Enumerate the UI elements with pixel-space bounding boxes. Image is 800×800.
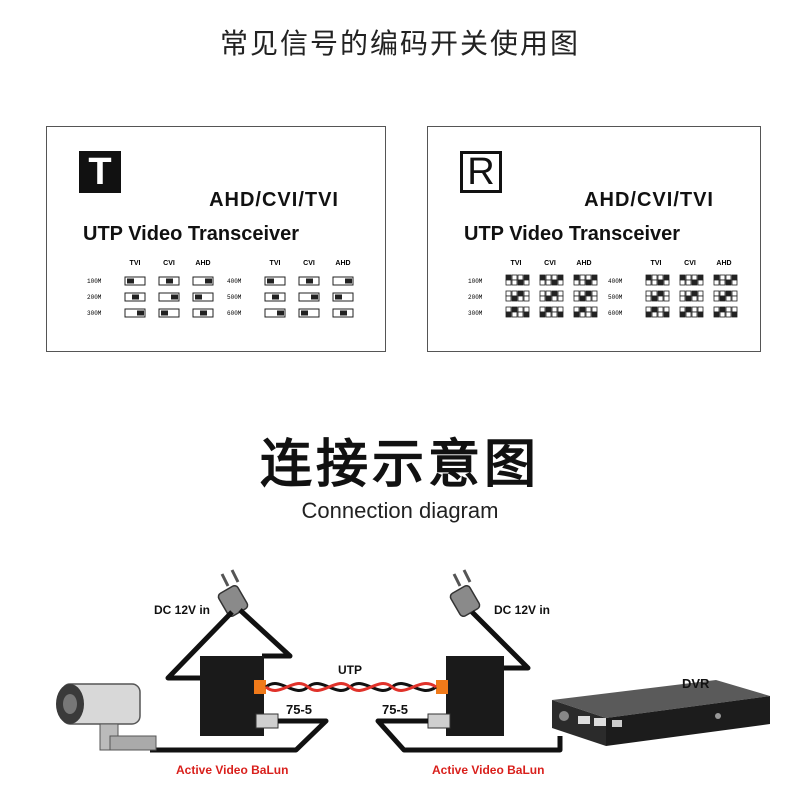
- balun-right: [446, 656, 504, 736]
- dip-switch: [573, 290, 598, 302]
- dip-switch: [505, 306, 530, 318]
- column-header: TVI: [130, 260, 141, 267]
- distance-label: 100M: [468, 278, 483, 285]
- column-header: AHD: [195, 260, 210, 267]
- dip-switch: [539, 306, 564, 318]
- dip-switch: [124, 276, 146, 286]
- distance-label: 100M: [87, 278, 102, 285]
- dip-switch: [192, 292, 214, 302]
- dip-switch: [539, 274, 564, 286]
- distance-label: 600M: [608, 310, 623, 317]
- dip-switch: [573, 274, 598, 286]
- distance-label: 200M: [87, 294, 102, 301]
- dip-switch: [645, 306, 670, 318]
- distance-label: 300M: [87, 310, 102, 317]
- format-label: AHD/CVI/TVI: [584, 189, 714, 211]
- dip-switch: [713, 274, 738, 286]
- column-header: TVI: [651, 260, 662, 267]
- dip-switch: [298, 292, 320, 302]
- column-header: CVI: [163, 260, 175, 267]
- distance-label: 500M: [608, 294, 623, 301]
- dip-switch: [264, 292, 286, 302]
- column-header: TVI: [270, 260, 281, 267]
- dip-switch: [645, 274, 670, 286]
- dip-switch: [332, 276, 354, 286]
- dip-switch: [158, 308, 180, 318]
- dip-switch: [713, 306, 738, 318]
- distance-label: 400M: [227, 278, 242, 285]
- dip-switch: [192, 308, 214, 318]
- coax-label-left: 75-5: [286, 702, 312, 717]
- dip-switch: [124, 308, 146, 318]
- column-header: CVI: [544, 260, 556, 267]
- power-plug-left-icon: [217, 569, 249, 618]
- balun-label-right: Active Video BaLun: [432, 763, 544, 777]
- dip-switch: [124, 292, 146, 302]
- section-subtitle: Connection diagram: [301, 498, 499, 523]
- format-label: AHD/CVI/TVI: [209, 189, 339, 211]
- rj45-connector-right: [436, 680, 448, 694]
- page-title: 常见信号的编码开关使用图: [219, 27, 580, 60]
- dip-switch: [332, 308, 354, 318]
- column-header: CVI: [684, 260, 696, 267]
- column-header: AHD: [716, 260, 731, 267]
- balun-label-left: Active Video BaLun: [176, 763, 288, 777]
- dip-switch: [332, 292, 354, 302]
- distance-label: 300M: [468, 310, 483, 317]
- dvr-label: DVR: [682, 676, 710, 691]
- coax-label-right: 75-5: [382, 702, 408, 717]
- dip-switch: [298, 276, 320, 286]
- column-header: AHD: [576, 260, 591, 267]
- dip-switch: [158, 292, 180, 302]
- dip-switch: [679, 306, 704, 318]
- power-label-right: DC 12V in: [494, 603, 550, 617]
- dip-switch: [679, 274, 704, 286]
- section-title: 连接示意图: [259, 435, 540, 495]
- dvr-recorder-icon: [552, 680, 770, 746]
- bnc-connector-right: [427, 713, 451, 729]
- bnc-connector-left: [255, 713, 279, 729]
- rj45-connector-left: [254, 680, 266, 694]
- product-label: UTP Video Transceiver: [464, 223, 681, 245]
- dip-switch: [679, 290, 704, 302]
- distance-label: 600M: [227, 310, 242, 317]
- transmitter-switch-card: T AHD/CVI/TVI UTP Video Transceiver TVI C…: [46, 126, 386, 352]
- dip-switch: [505, 274, 530, 286]
- dip-switch: [298, 308, 320, 318]
- dip-switch-table-t: TVI CVI AHD TVI CVI AHD 100M 200M 300M 400M 500M 60…: [87, 260, 354, 318]
- dip-switch: [713, 290, 738, 302]
- dip-switch: [505, 290, 530, 302]
- transmitter-badge: T: [79, 151, 121, 193]
- column-header: TVI: [511, 260, 522, 267]
- power-label-left: DC 12V in: [154, 603, 210, 617]
- receiver-switch-card: R AHD/CVI/TVI UTP Video Transceiver TVI C…: [427, 126, 761, 352]
- dip-switch: [264, 276, 286, 286]
- connection-diagram: DC 12V in DC 12V in UTP 75-5 75-5 Active…: [56, 569, 770, 777]
- receiver-badge: R: [460, 151, 502, 193]
- distance-label: 400M: [608, 278, 623, 285]
- dip-switch: [645, 290, 670, 302]
- power-plug-right-icon: [449, 569, 481, 618]
- utp-cable-label: UTP: [338, 663, 362, 677]
- column-header: AHD: [335, 260, 350, 267]
- dip-switch: [539, 290, 564, 302]
- distance-label: 200M: [468, 294, 483, 301]
- dip-switch: [158, 276, 180, 286]
- product-label: UTP Video Transceiver: [83, 223, 300, 245]
- column-header: CVI: [303, 260, 315, 267]
- balun-left: [200, 656, 264, 736]
- dip-switch: [573, 306, 598, 318]
- cctv-camera-icon: [56, 683, 157, 751]
- distance-label: 500M: [227, 294, 242, 301]
- dip-switch: [264, 308, 286, 318]
- dip-switch: [192, 276, 214, 286]
- dip-switch-table-r: TVI CVI AHD TVI CVI AHD 100M 200M 300M 400M 500M 60…: [468, 260, 738, 318]
